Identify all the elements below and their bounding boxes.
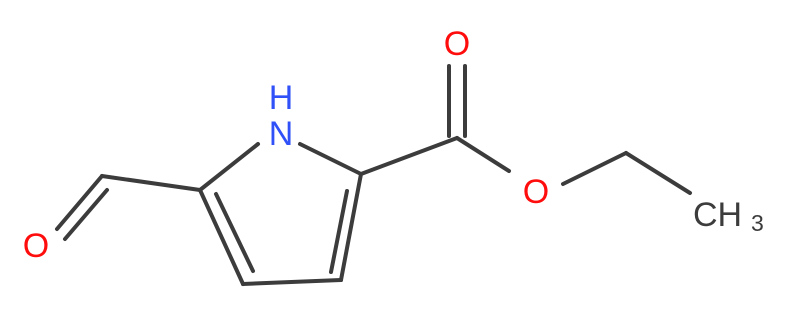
bond-cho-o-second <box>63 188 109 241</box>
atom-o-carbonyl-ester: O <box>444 25 470 63</box>
bond-c4-c5 <box>198 188 245 286</box>
bond-ch2-ch3 <box>624 151 692 195</box>
bond-ester-c-o-ether <box>455 136 511 173</box>
bond-c4-c5-inner <box>214 192 255 273</box>
bond-c3-c4 <box>241 278 343 286</box>
atom-ch3-subscript: 3 <box>751 210 764 236</box>
bond-c2-c3 <box>339 172 363 282</box>
atom-ch3-symbol: CH <box>693 196 742 234</box>
atom-n1: H N <box>269 79 294 153</box>
bond-n1-c2 <box>298 142 363 176</box>
bond-c2-c3-inner <box>329 189 349 274</box>
atom-o-ether-ester: O <box>523 173 549 211</box>
bond-c5-n1 <box>198 142 260 192</box>
bond-c5-cho <box>100 174 202 192</box>
atom-ch3: CH 3 <box>693 196 764 236</box>
atom-n1-symbol: N <box>269 115 294 153</box>
bond-cho-o <box>55 174 104 231</box>
atom-o-aldehyde: O <box>23 227 49 265</box>
bond-o-ether-ch2 <box>561 151 628 186</box>
bond-c2-ester-c <box>359 136 459 176</box>
atom-n1-hydrogen: H <box>269 79 294 117</box>
